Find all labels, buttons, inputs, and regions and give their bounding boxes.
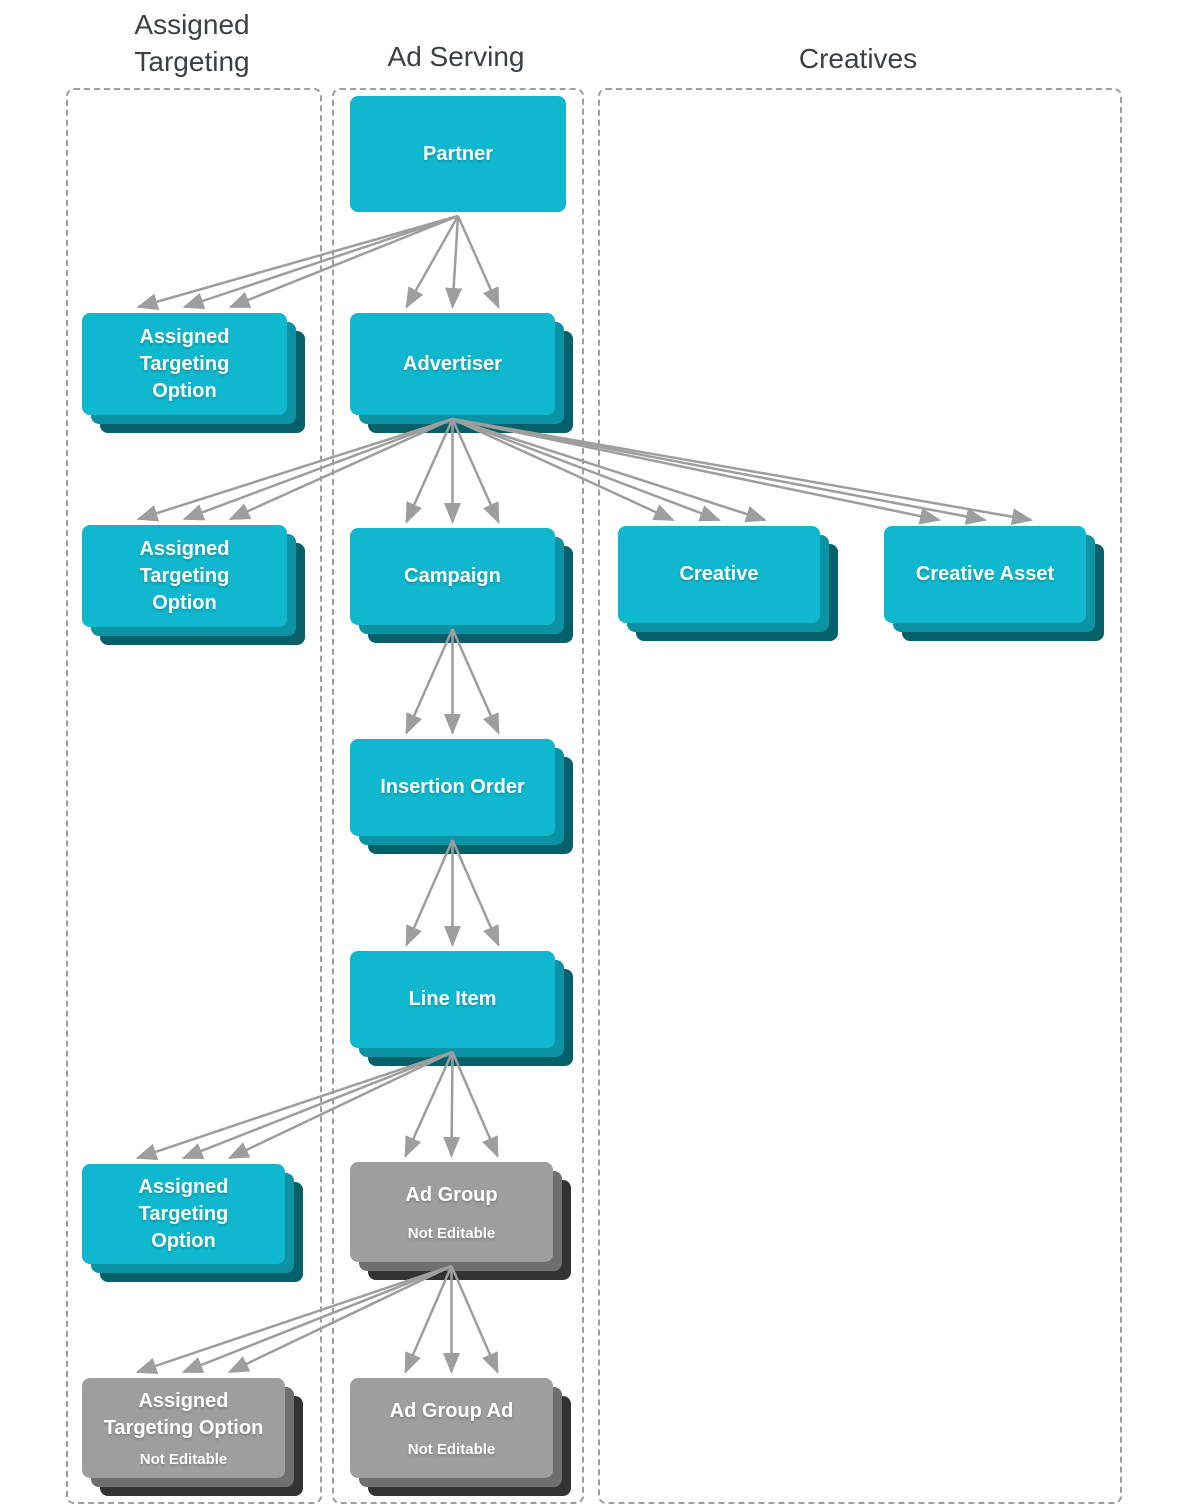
node-label: Advertiser [403,352,502,375]
column-title-assigned-targeting: Assigned Targeting [134,9,250,77]
column-title-creatives: Creatives [798,43,918,74]
node-ad-group: Ad Group Not Editable [350,1162,553,1262]
column-title-ad-serving: Ad Serving [387,41,525,72]
node-assigned-targeting-option-line-item: Assigned Targeting Option [82,1164,285,1264]
column-ad-serving [332,88,584,1504]
node-creative: Creative [618,526,820,623]
node-ad-group-ad: Ad Group Ad Not Editable [350,1378,553,1478]
node-label: Line Item [408,988,497,1010]
node-label: Campaign [404,565,501,587]
node-campaign: Campaign [350,528,555,625]
node-creative-asset: Creative Asset [884,526,1086,623]
node-advertiser: Advertiser [350,313,555,415]
column-creatives [598,88,1122,1504]
node-label: Assigned Targeting Option [139,537,230,614]
column-assigned-targeting [66,88,322,1504]
node-label: Ad Group Ad [389,1399,514,1422]
node-line-item: Line Item [350,951,555,1048]
node-assigned-targeting-option-ad-group: Assigned Targeting Option Not Editable [82,1378,285,1478]
node-assigned-targeting-option-advertiser: Assigned Targeting Option [82,525,287,627]
node-partner-label: Partner [422,142,494,165]
node-insertion-order: Insertion Order [350,739,555,836]
node-not-editable-badge: Not Editable [139,1450,228,1468]
node-assigned-targeting-option-partner: Assigned Targeting Option [82,313,287,415]
node-not-editable-badge: Not Editable [407,1440,496,1458]
node-label: Assigned Targeting Option [138,1175,229,1252]
node-partner: Partner [350,96,566,212]
node-label: Assigned Targeting Option [103,1389,264,1439]
node-label: Ad Group [405,1183,498,1206]
node-label: Creative [679,563,759,585]
node-label: Creative Asset [915,563,1055,585]
node-label: Assigned Targeting Option [139,325,230,402]
node-not-editable-badge: Not Editable [407,1224,496,1242]
node-label: Insertion Order [380,776,525,798]
